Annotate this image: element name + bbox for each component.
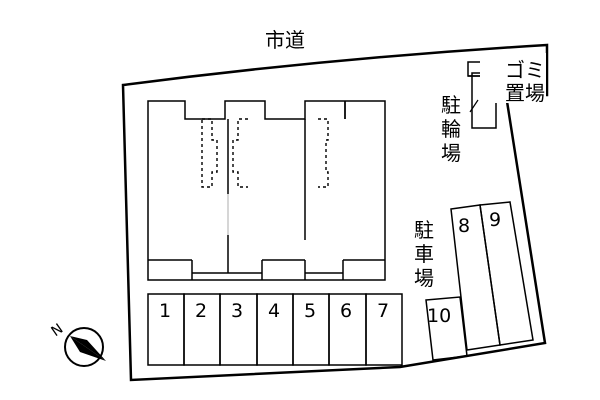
parking-number-5: 5 xyxy=(304,300,316,322)
bicycle-parking-label-3: 場 xyxy=(441,141,461,165)
compass-north-label: N xyxy=(48,321,66,340)
parking-number-7: 7 xyxy=(377,300,389,322)
car-parking-label-1: 駐 xyxy=(414,218,434,242)
compass-icon xyxy=(64,327,106,367)
parking-column-right xyxy=(425,201,534,361)
parking-number-8: 8 xyxy=(458,215,470,237)
parking-number-2: 2 xyxy=(195,300,207,322)
parking-space-7 xyxy=(365,293,403,366)
parking-number-1: 1 xyxy=(159,300,171,322)
parking-number-10: 10 xyxy=(427,305,451,327)
road-label: 市道 xyxy=(265,28,305,52)
parking-space-9 xyxy=(479,201,534,346)
parking-number-4: 4 xyxy=(268,300,280,322)
bicycle-parking-label-1: 駐 xyxy=(441,93,461,117)
parking-row-bottom xyxy=(147,293,403,366)
garbage-label-line2: 置場 xyxy=(505,81,545,105)
parking-number-9: 9 xyxy=(489,209,501,231)
car-parking-label-3: 場 xyxy=(414,266,434,290)
building xyxy=(147,100,386,281)
parking-space-10 xyxy=(425,296,468,361)
bicycle-parking-label-2: 輪 xyxy=(441,117,461,141)
car-parking-label-2: 車 xyxy=(414,242,434,266)
garbage-label-line1: ゴミ xyxy=(505,58,545,82)
stair-outlines xyxy=(201,118,329,188)
parking-number-6: 6 xyxy=(340,300,352,322)
parking-number-3: 3 xyxy=(231,300,243,322)
